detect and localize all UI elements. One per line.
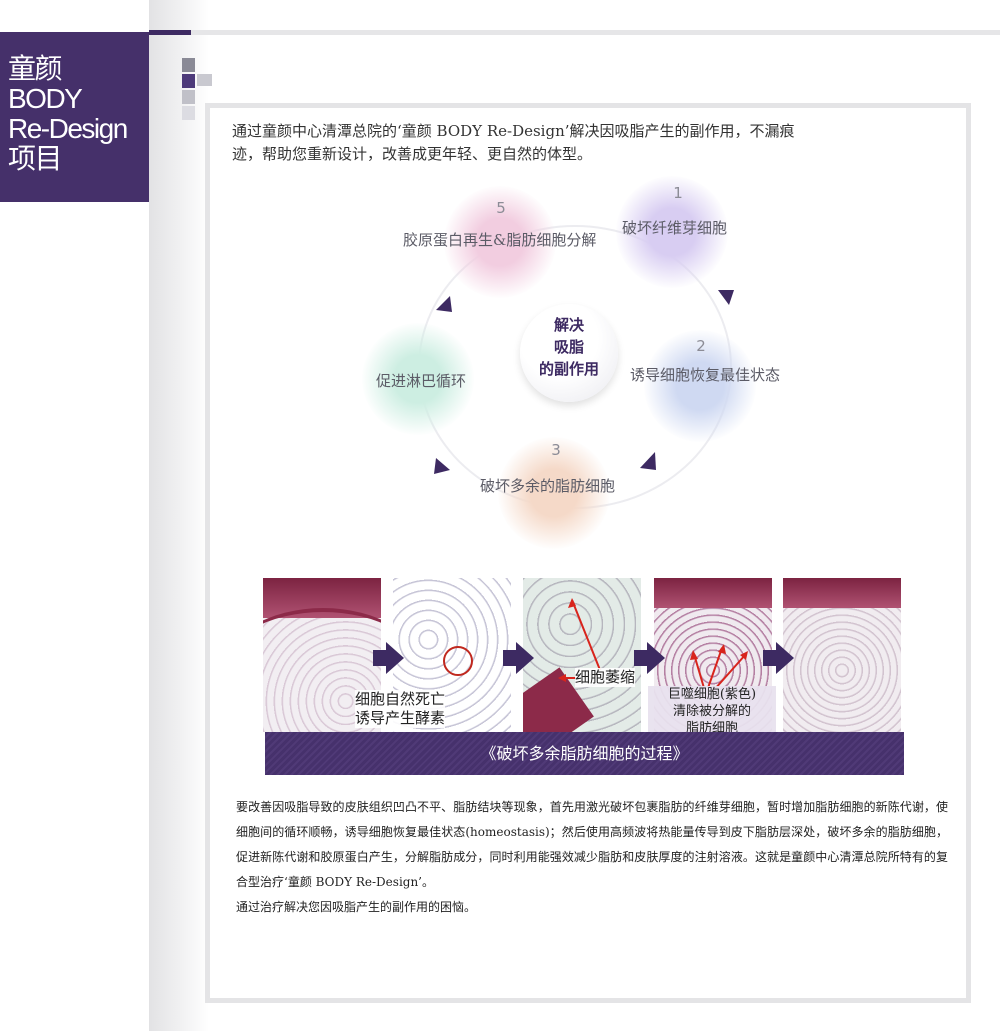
decorative-square bbox=[182, 106, 195, 120]
top-divider-accent bbox=[149, 30, 191, 35]
cycle-center-line: 的副作用 bbox=[538, 360, 599, 378]
section-title-line: BODY bbox=[8, 83, 83, 114]
decorative-square bbox=[197, 74, 212, 86]
decorative-square bbox=[182, 58, 195, 72]
cycle-center-circle bbox=[520, 304, 618, 402]
section-title-line: 项目 bbox=[8, 143, 63, 174]
top-divider bbox=[190, 30, 1000, 35]
histology-image-5 bbox=[783, 578, 901, 732]
step-3-label: 破坏多余的脂肪细胞 bbox=[480, 477, 616, 495]
process-arrow-icon bbox=[503, 642, 534, 674]
step-2-number: 2 bbox=[696, 337, 706, 355]
section-title-line: 童颜 bbox=[8, 53, 63, 84]
cycle-center-line: 解决 bbox=[553, 316, 584, 334]
step-4-label: 促进淋巴循环 bbox=[376, 372, 467, 390]
body-text: 要改善因吸脂导致的皮肤组织凹凸不平、脂肪结块等现象，首先用激光破坏包裹脂肪的纤维… bbox=[236, 795, 948, 920]
cycle-center-line: 吸脂 bbox=[553, 338, 584, 356]
caption-line: 巨噬细胞(紫色) bbox=[667, 687, 757, 702]
decorative-square bbox=[182, 74, 195, 88]
section-title-block: 童颜 BODY Re-Design 项目 bbox=[0, 32, 149, 202]
caption-line: 诱导产生酵素 bbox=[355, 709, 446, 727]
step-2-label: 诱导细胞恢复最佳状态 bbox=[630, 366, 781, 384]
highlight-circle-mark bbox=[443, 646, 473, 676]
tissue-curve bbox=[263, 608, 381, 732]
body-paragraph: 要改善因吸脂导致的皮肤组织凹凸不平、脂肪结块等现象，首先用激光破坏包裹脂肪的纤维… bbox=[236, 800, 948, 889]
tissue-band bbox=[783, 578, 901, 608]
process-caption-3: 巨噬细胞(紫色) 清除被分解的 脂肪细胞 bbox=[648, 686, 776, 732]
caption-line: 细胞自然死亡 bbox=[355, 690, 446, 708]
step-3-bubble bbox=[498, 437, 610, 549]
process-arrow-icon bbox=[763, 642, 794, 674]
step-3-number: 3 bbox=[551, 441, 561, 459]
intro-text: 通过童颜中心清潭总院的‘童颜 BODY Re-Design’解决因吸脂产生的副作… bbox=[232, 122, 795, 163]
cycle-center-text: 解决 吸脂 的副作用 bbox=[520, 314, 618, 380]
section-title-line: Re-Design bbox=[8, 113, 128, 144]
step-1-number: 1 bbox=[673, 184, 683, 202]
tissue-band bbox=[654, 578, 772, 608]
process-arrow-icon bbox=[634, 642, 665, 674]
step-5-number: 5 bbox=[496, 199, 506, 217]
process-caption-2: 细胞萎缩 bbox=[575, 668, 636, 687]
body-closing: 通过治疗解决您因吸脂产生的副作用的困恼。 bbox=[236, 900, 477, 914]
caption-line: 脂肪细胞 bbox=[685, 721, 738, 732]
step-5-bubble bbox=[444, 186, 556, 298]
step-4-bubble bbox=[362, 323, 474, 435]
step-2-bubble bbox=[644, 330, 756, 442]
step-1-label: 破坏纤维芽细胞 bbox=[622, 219, 728, 237]
process-arrow-icon bbox=[373, 642, 404, 674]
side-shadow-strip bbox=[149, 0, 209, 1031]
step-1-bubble bbox=[616, 176, 728, 288]
decorative-square bbox=[182, 90, 195, 104]
caption-line: 清除被分解的 bbox=[672, 704, 751, 719]
step-5-label: 胶原蛋白再生&脂肪细胞分解 bbox=[403, 231, 597, 249]
process-banner: 《破坏多余脂肪细胞的过程》 bbox=[265, 732, 904, 775]
process-caption-1: 细胞自然死亡 诱导产生酵素 bbox=[355, 690, 446, 728]
histology-image-3 bbox=[523, 578, 641, 732]
